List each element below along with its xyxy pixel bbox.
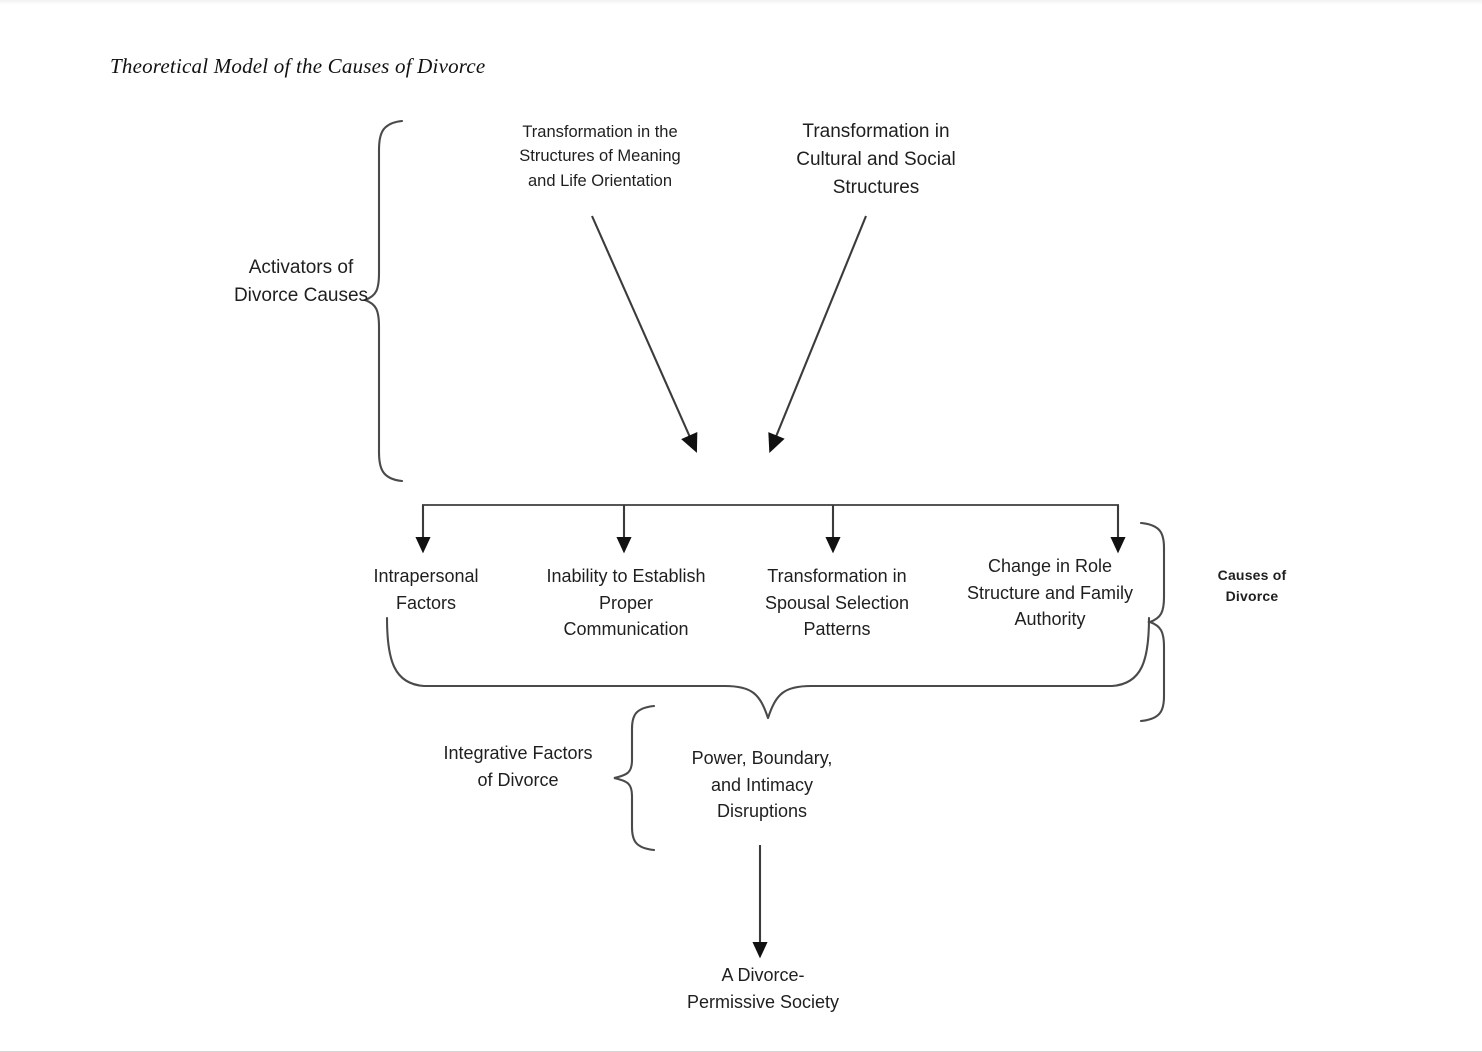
node-transformation-cultural-social-structures: Transformation in Cultural and Social St…	[770, 118, 982, 202]
figure-title: Theoretical Model of the Causes of Divor…	[110, 54, 486, 78]
arrow-meaning-to-bar	[591, 215, 698, 453]
node-role-structure-line-3: Authority	[1014, 609, 1086, 630]
label-activators-line-1: Activators of	[248, 257, 354, 278]
label-causes-line-2: Divorce	[1225, 587, 1279, 604]
node-communication-line-3: Communication	[563, 619, 689, 640]
top-edge-band	[0, 0, 1482, 5]
node-permissive-line-2: Permissive Society	[686, 991, 840, 1012]
label-integrative-line-1: Integrative Factors	[443, 743, 593, 763]
node-communication-line-1: Inability to Establish	[546, 566, 706, 586]
node-intrapersonal-factors: Intrapersonal Factors	[340, 563, 512, 616]
node-cultural-line-1: Transformation in	[802, 121, 950, 142]
node-permissive-line-1: A Divorce-	[721, 965, 805, 985]
node-role-structure-line-2: Structure and Family	[966, 582, 1134, 603]
node-cultural-line-3: Structures	[832, 177, 920, 199]
node-inability-to-establish-proper-communication: Inability to Establish Proper Communicat…	[525, 563, 727, 643]
brace-integrative	[613, 704, 656, 852]
node-spousal-line-2: Spousal Selection	[764, 592, 910, 613]
node-intrapersonal-line-2: Factors	[395, 592, 456, 613]
label-causes-line-1: Causes of	[1217, 567, 1287, 583]
arrow-cultural-to-bar	[768, 215, 867, 453]
label-causes-of-divorce: Causes of Divorce	[1186, 565, 1318, 606]
node-transformation-spousal-selection-patterns: Transformation in Spousal Selection Patt…	[742, 563, 932, 643]
label-integrative-line-2: of Divorce	[477, 769, 559, 790]
node-power-line-2: and Intimacy	[710, 774, 814, 795]
node-power-boundary-intimacy-disruptions: Power, Boundary, and Intimacy Disruption…	[665, 745, 859, 825]
node-spousal-line-1: Transformation in	[767, 566, 907, 586]
label-activators-of-divorce-causes: Activators of Divorce Causes	[196, 254, 406, 310]
node-communication-line-2: Proper	[598, 592, 654, 613]
node-cultural-line-2: Cultural and Social	[796, 149, 956, 171]
node-intrapersonal-line-1: Intrapersonal	[373, 566, 479, 586]
node-a-divorce-permissive-society: A Divorce- Permissive Society	[655, 962, 871, 1015]
node-change-in-role-structure-and-family-authority: Change in Role Structure and Family Auth…	[944, 553, 1156, 633]
node-power-line-3: Disruptions	[716, 801, 808, 822]
label-activators-line-2: Divorce Causes	[233, 285, 369, 307]
distribution-bar	[415, 503, 1126, 554]
node-power-line-1: Power, Boundary,	[691, 748, 833, 768]
node-meaning-line-1: Transformation in the	[522, 123, 678, 141]
node-meaning-line-2: Structures of Meaning	[519, 147, 681, 166]
node-role-structure-line-1: Change in Role	[987, 556, 1113, 576]
node-spousal-line-3: Patterns	[803, 619, 871, 640]
node-transformation-structures-of-meaning: Transformation in the Structures of Mean…	[480, 120, 720, 193]
label-integrative-factors-of-divorce: Integrative Factors of Divorce	[420, 740, 616, 793]
node-meaning-line-3: and Life Orientation	[527, 171, 672, 190]
